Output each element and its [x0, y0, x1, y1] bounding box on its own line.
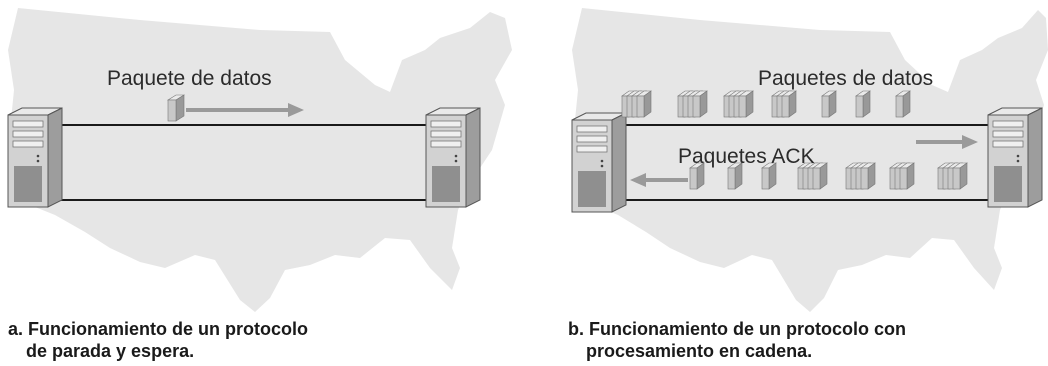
caption-b: b. Funcionamiento de un protocolo con pr…	[568, 318, 906, 362]
packet-icon	[781, 90, 797, 118]
caption-a: a. Funcionamiento de un protocolo de par…	[8, 318, 308, 362]
server-tower-icon	[571, 112, 627, 213]
arrow-right-icon	[186, 103, 304, 117]
caption-a-line2: de parada y espera.	[26, 341, 195, 361]
arrow-right-icon	[916, 135, 978, 149]
packet-icon	[952, 162, 968, 190]
packet-icon	[727, 162, 743, 190]
packet-icon	[812, 162, 828, 190]
packet-icon	[895, 90, 911, 118]
panel-pipelined: Paquetes de datos Paquetes ACK b. Funcio…	[560, 0, 1048, 366]
packet-icon	[860, 162, 876, 190]
usa-map-silhouette	[572, 8, 1048, 312]
packet-label: Paquete de datos	[107, 67, 272, 90]
caption-a-line1: a. Funcionamiento de un protocolo	[8, 319, 308, 339]
server-tower-icon	[425, 107, 481, 208]
ack-packet-stream	[689, 162, 968, 190]
packet-icon	[692, 90, 708, 118]
ack-packets-label: Paquetes ACK	[678, 145, 815, 168]
packet-icon	[738, 90, 754, 118]
pipelined-diagram	[571, 8, 1048, 312]
packet-icon	[636, 90, 652, 118]
data-packets-label: Paquetes de datos	[758, 67, 934, 90]
arrow-left-icon	[630, 173, 688, 187]
packet-icon	[899, 162, 915, 190]
server-tower-icon	[7, 107, 63, 208]
stop-and-wait-diagram	[7, 8, 512, 312]
packet-icon	[166, 94, 186, 122]
usa-map-silhouette	[8, 8, 512, 312]
packet-icon	[689, 162, 705, 190]
caption-b-line2: procesamiento en cadena.	[586, 341, 813, 361]
caption-b-line1: b. Funcionamiento de un protocolo con	[568, 319, 906, 339]
server-tower-icon	[987, 107, 1043, 208]
packet-icon	[855, 90, 871, 118]
panel-stop-and-wait: Paquete de datos a. Funcionamiento de un…	[7, 8, 512, 362]
packet-icon	[821, 90, 837, 118]
data-packet-stream	[621, 90, 911, 118]
packet-icon	[761, 162, 777, 190]
